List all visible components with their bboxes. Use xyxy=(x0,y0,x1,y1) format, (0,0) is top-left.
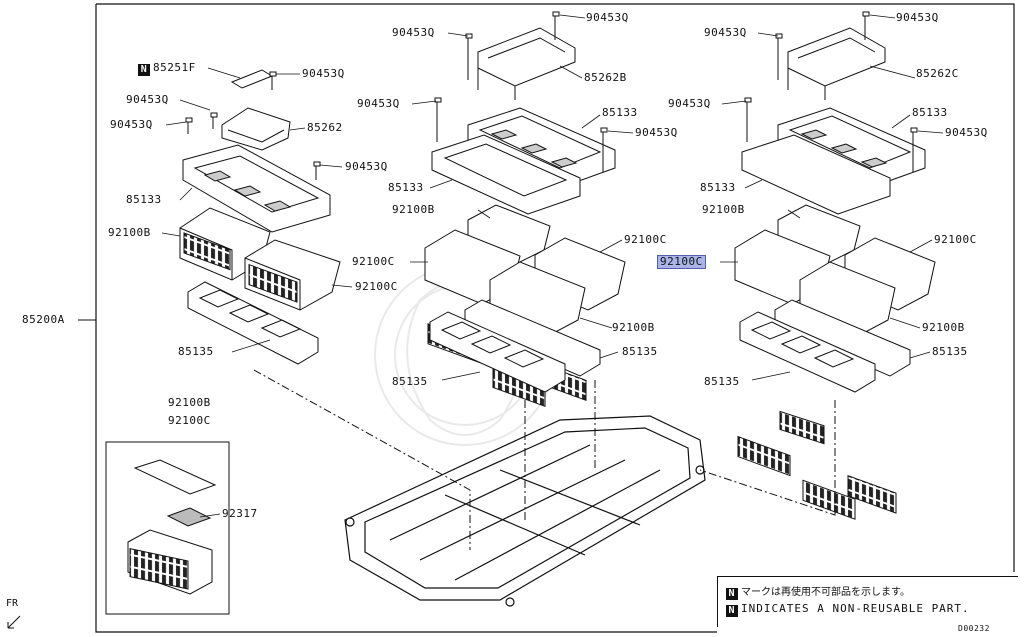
label-90453Q: 90453Q xyxy=(668,97,711,110)
label-85135: 85135 xyxy=(622,345,658,358)
inset-cell-stack xyxy=(127,529,213,595)
label-85135: 85135 xyxy=(704,375,740,388)
fr-direction-label: FR xyxy=(6,598,19,609)
label-90453Q: 90453Q xyxy=(896,11,939,24)
battery-frame xyxy=(344,415,706,607)
label-85133: 85133 xyxy=(388,181,424,194)
label-90453Q: 90453Q xyxy=(302,67,345,80)
inset-cover-plate xyxy=(133,459,217,495)
label-92100C: 92100C xyxy=(624,233,667,246)
label-92100B: 92100B xyxy=(922,321,965,334)
label-90453Q: 90453Q xyxy=(345,160,388,173)
middle-bracket-85262B xyxy=(477,27,576,100)
middle-tray-85135-lower xyxy=(429,311,566,393)
label-90453Q: 90453Q xyxy=(635,126,678,139)
label-92100C: 92100C xyxy=(352,255,395,268)
label-85262C: 85262C xyxy=(916,67,959,80)
label-85133: 85133 xyxy=(912,106,948,119)
label-85262B: 85262B xyxy=(584,71,627,84)
label-92100C: 92100C xyxy=(168,414,211,427)
label-85133: 85133 xyxy=(700,181,736,194)
label-92100C-highlighted[interactable]: 92100C xyxy=(657,255,706,269)
middle-plate-85133-lower xyxy=(431,134,581,215)
left-label-pad-85251F xyxy=(230,69,274,89)
left-module-92100C xyxy=(244,239,341,311)
assembly-guides xyxy=(253,369,836,550)
label-92100C: 92100C xyxy=(355,280,398,293)
label-85200A: 85200A xyxy=(22,313,65,326)
label-85135: 85135 xyxy=(392,375,428,388)
left-bolts xyxy=(185,71,321,180)
leader-lines xyxy=(161,14,944,518)
label-92317: 92317 xyxy=(222,507,258,520)
right-bracket-85262C xyxy=(787,27,886,100)
label-90453Q: 90453Q xyxy=(110,118,153,131)
drawing-code: D00232 xyxy=(958,624,990,633)
label-85133: 85133 xyxy=(602,106,638,119)
label-90453Q: 90453Q xyxy=(586,11,629,24)
label-85135: 85135 xyxy=(178,345,214,358)
inset-board-92317 xyxy=(166,507,212,527)
left-tray-85135 xyxy=(187,281,319,365)
label-90453Q: 90453Q xyxy=(704,26,747,39)
label-85135: 85135 xyxy=(932,345,968,358)
label-85262: 85262 xyxy=(307,121,343,134)
fr-arrow-icon xyxy=(7,615,21,629)
left-plate-85133 xyxy=(182,144,331,233)
label-90453Q: 90453Q xyxy=(126,93,169,106)
label-92100B: 92100B xyxy=(612,321,655,334)
non-reusable-mark: N xyxy=(726,605,738,617)
label-92100C: 92100C xyxy=(934,233,977,246)
diagram-frame xyxy=(95,3,1015,633)
left-bracket-85262 xyxy=(221,107,291,151)
non-reusable-mark: N xyxy=(138,64,150,76)
label-92100B: 92100B xyxy=(392,203,435,216)
label-92100B: 92100B xyxy=(108,226,151,239)
right-tray-85135-lower xyxy=(739,311,876,393)
label-92100B: 92100B xyxy=(702,203,745,216)
label-90453Q: 90453Q xyxy=(392,26,435,39)
right-bolts xyxy=(744,11,918,172)
right-plate-85133-lower xyxy=(741,134,891,215)
label-90453Q: 90453Q xyxy=(357,97,400,110)
non-reusable-mark: N xyxy=(726,588,738,600)
label-92100B: 92100B xyxy=(168,396,211,409)
label-85133: 85133 xyxy=(126,193,162,206)
inset-box xyxy=(105,441,230,615)
middle-bolts xyxy=(434,11,608,172)
label-90453Q: 90453Q xyxy=(945,126,988,139)
